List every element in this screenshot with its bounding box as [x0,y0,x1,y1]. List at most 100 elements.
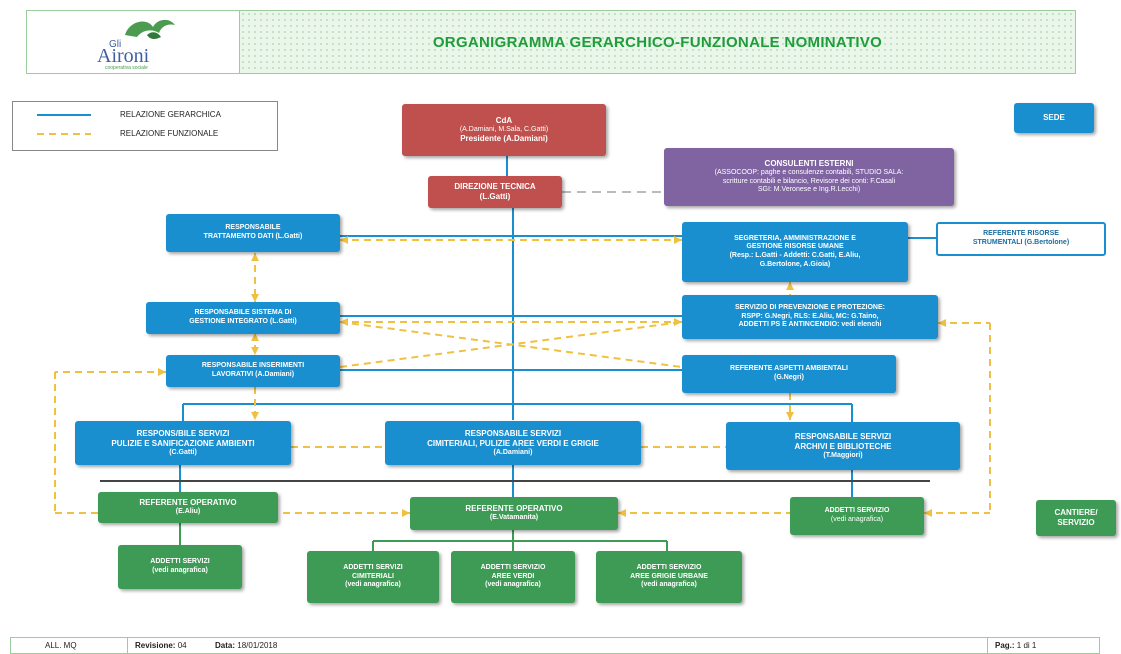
inserimenti-title: RESPONSABILE INSERIMENTI [201,362,305,370]
ref-vata-name: (E.Vatamanita) [489,514,539,522]
legend: RELAZIONE GERARCHICA RELAZIONE FUNZIONAL… [12,101,278,151]
document-header: Gli Aironi cooperativa sociale ORGANIGRA… [26,10,1076,74]
footer-revision: Revisione: 04 [135,641,187,650]
footer-divider [987,638,988,653]
page-value: 1 di 1 [1016,641,1037,650]
date-label: Data: [215,641,236,650]
pulizie-line1: PULIZIE E SANIFICAZIONE AMBIENTI [111,438,255,448]
segreteria-title: SEGRETERIA, AMMINISTRAZIONE E [734,234,856,242]
cda-president: Presidente (A.Damiani) [460,134,548,144]
box-trattamento-dati[interactable]: RESPONSABILE TRATTAMENTO DATI (L.Gatti) [166,214,340,252]
box-referente-risorse[interactable]: REFERENTE RISORSE STRUMENTALI (G.Bertolo… [936,222,1106,256]
addetti-archivi-note: (vedi anagrafica) [830,516,884,523]
footer-page: Pag.: 1 di 1 [995,641,1036,650]
addetti-cimit-note: (vedi anagrafica) [345,581,401,589]
consulenti-title: CONSULENTI ESTERNI [764,158,854,168]
addetti-verdi-line1: AREE VERDI [491,572,535,580]
addetti-grigie-note: (vedi anagrafica) [641,581,697,589]
ref-vata-title: REFERENTE OPERATIVO [465,504,563,514]
cimiteriali-line1: CIMITERIALI, PULIZIE AREE VERDI E GRIGIE [427,438,599,448]
legend-hierarchical: RELAZIONE GERARCHICA [120,110,221,119]
risorse-name: STRUMENTALI (G.Bertolone) [972,239,1070,246]
segreteria-line1: GESTIONE RISORSE UMANE [746,243,844,251]
green-lines [179,523,668,551]
cimiteriali-name: (A.Damiani) [493,448,533,456]
box-addetti-archivi[interactable]: ADDETTI SERVIZIO (vedi anagrafica) [790,497,924,535]
box-servizi-pulizie[interactable]: RESPONS/BILE SERVIZI PULIZIE E SANIFICAZ… [75,421,291,465]
ambientali-title: REFERENTE ASPETTI AMBIENTALI [730,365,848,373]
addetti-grigie-title: ADDETTI SERVIZIO [636,563,702,571]
box-prevenzione[interactable]: SERVIZIO DI PREVENZIONE E PROTEZIONE: RS… [682,295,938,339]
logo: Gli Aironi cooperativa sociale [27,11,240,73]
box-cda[interactable]: CdA (A.Damiani, M.Sala, C.Gatti) Preside… [402,104,606,156]
cantiere-line1: SERVIZIO [1057,518,1095,527]
box-addetti-cimiteriali[interactable]: ADDETTI SERVIZI CIMITERIALI (vedi anagra… [307,551,439,603]
revision-value: 04 [177,641,187,650]
box-sede[interactable]: SEDE [1014,103,1094,133]
segreteria-line3: G.Bertolone, A.Gioia) [759,260,831,268]
functional-lines [54,191,991,514]
footer-date: Data: 18/01/2018 [215,641,277,650]
box-addetti-aree-grigie[interactable]: ADDETTI SERVIZIO AREE GRIGIE URBANE (ved… [596,551,742,603]
logo-name: Aironi [97,45,150,67]
box-sistema-gestione[interactable]: RESPONSABILE SISTEMA DI GESTIONE INTEGRA… [146,302,340,334]
addetti-cimit-line1: CIMITERIALI [352,572,394,580]
cimiteriali-title: RESPONSABILE SERVIZI [464,428,562,438]
ambientali-name: (G.Negri) [774,374,804,381]
segreteria-line2: (Resp.: L.Gatti - Addetti: C.Gatti, E.Al… [729,252,861,259]
page-label: Pag.: [995,641,1015,650]
box-direzione-tecnica[interactable]: DIREZIONE TECNICA (L.Gatti) [428,176,562,208]
prevenzione-line2: ADDETTI PS E ANTINCENDIO: vedi elenchi [738,321,882,329]
prevenzione-line1: RSPP: G.Negri, RLS: E.Aliu, MC: G.Taino, [741,312,879,320]
consulenti-line2: scritture contabili e bilancio, Revisore… [722,177,896,185]
box-consulenti-esterni[interactable]: CONSULENTI ESTERNI (ASSOCOOP: paghe e co… [664,148,954,206]
risorse-title: REFERENTE RISORSE [983,230,1059,238]
date-value: 18/01/2018 [237,641,278,650]
ref-aliu-name: (E.Aliu) [175,508,201,516]
ref-aliu-title: REFERENTE OPERATIVO [139,498,237,508]
footer-divider [127,638,128,653]
sistema-name: GESTIONE INTEGRATO (L.Gatti) [189,318,297,325]
legend-functional: RELAZIONE FUNZIONALE [120,129,219,138]
addetti-archivi-title: ADDETTI SERVIZIO [824,507,890,515]
box-cantiere-servizio[interactable]: CANTIERE/ SERVIZIO [1036,500,1116,536]
cda-members: (A.Damiani, M.Sala, C.Gatti) [459,125,549,133]
inserimenti-name: LAVORATIVI (A.Damiani) [211,371,295,378]
consulenti-line1: (ASSOCOOP: paghe e consulenze contabili,… [714,168,904,176]
addetti-grigie-line1: AREE GRIGIE URBANE [630,572,708,580]
trattamento-title: RESPONSABILE [225,224,281,232]
cantiere-title: CANTIERE/ [1054,508,1098,517]
legend-swatches [37,114,91,135]
box-aspetti-ambientali[interactable]: REFERENTE ASPETTI AMBIENTALI (G.Negri) [682,355,896,393]
box-segreteria[interactable]: SEGRETERIA, AMMINISTRAZIONE E GESTIONE R… [682,222,908,282]
addetti-pulizie-title: ADDETTI SERVIZI [150,558,210,566]
heron-logo-icon [125,19,175,39]
archivi-name: (T.Maggiori) [823,451,863,459]
footer-doc: ALL. MQ [45,641,77,650]
pulizie-title: RESPONS/BILE SERVIZI [136,428,230,438]
box-referente-vatamanita[interactable]: REFERENTE OPERATIVO (E.Vatamanita) [410,497,618,530]
page-title: ORGANIGRAMMA GERARCHICO-FUNZIONALE NOMIN… [432,33,883,51]
box-servizi-cimiteriali[interactable]: RESPONSABILE SERVIZI CIMITERIALI, PULIZI… [385,421,641,465]
prevenzione-title: SERVIZIO DI PREVENZIONE E PROTEZIONE: [734,303,885,311]
revision-label: Revisione: [135,641,176,650]
pulizie-name: (C.Gatti) [169,448,197,456]
archivi-line1: ARCHIVI E BIBLIOTECHE [794,441,892,451]
functional-arrowheads [158,236,946,517]
addetti-cimit-title: ADDETTI SERVIZI [343,563,403,571]
box-addetti-pulizie[interactable]: ADDETTI SERVIZI (vedi anagrafica) [118,545,242,589]
box-referente-aliu[interactable]: REFERENTE OPERATIVO (E.Aliu) [98,492,278,523]
addetti-verdi-title: ADDETTI SERVIZIO [480,563,546,571]
sistema-title: RESPONSABILE SISTEMA DI [194,309,292,317]
box-inserimenti[interactable]: RESPONSABILE INSERIMENTI LAVORATIVI (A.D… [166,355,340,387]
trattamento-name: TRATTAMENTO DATI (L.Gatti) [203,233,303,240]
box-servizi-archivi[interactable]: RESPONSABILE SERVIZI ARCHIVI E BIBLIOTEC… [726,422,960,470]
addetti-verdi-note: (vedi anagrafica) [485,581,541,589]
document-footer: ALL. MQ Revisione: 04 Data: 18/01/2018 P… [10,637,1100,654]
addetti-pulizie-note: (vedi anagrafica) [152,567,208,574]
box-addetti-aree-verdi[interactable]: ADDETTI SERVIZIO AREE VERDI (vedi anagra… [451,551,575,603]
consulenti-line3: SGI: M.Veronese e Ing.R.Lecchi) [757,186,861,194]
hierarchical-lines [100,155,936,497]
direzione-name: (L.Gatti) [479,192,511,201]
